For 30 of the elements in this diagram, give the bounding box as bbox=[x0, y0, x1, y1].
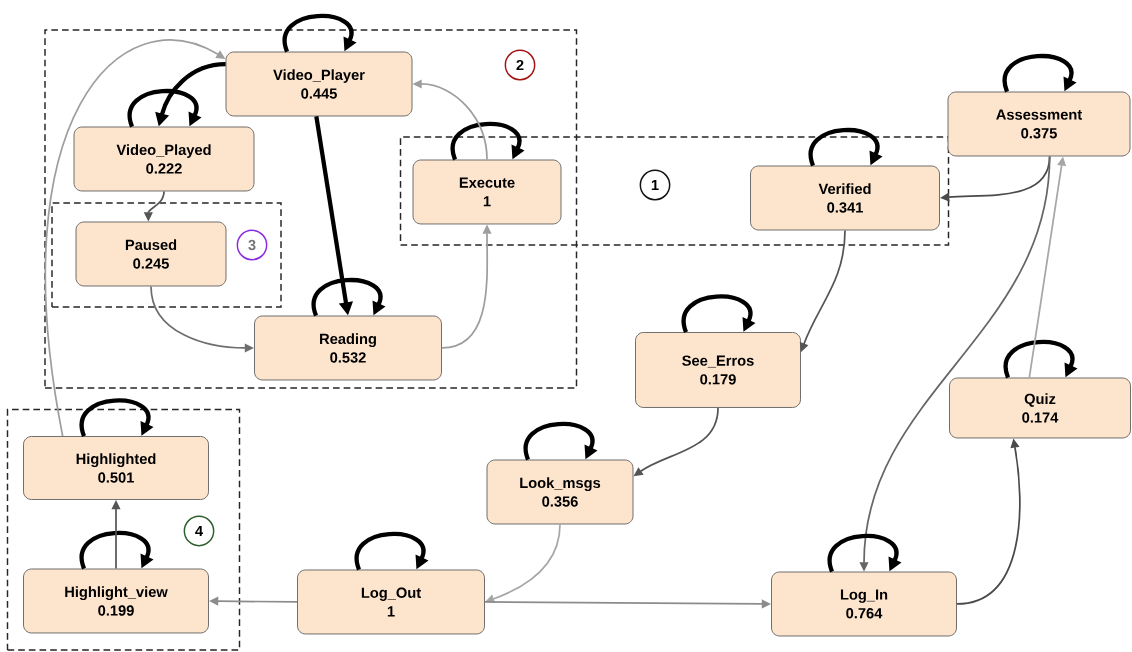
self-loop-arrow bbox=[311, 278, 386, 317]
self-loop-arrow bbox=[354, 532, 429, 571]
self-loop-arrow bbox=[450, 122, 525, 161]
state-box: Paused 0.245 bbox=[75, 221, 227, 287]
self-loop-arrow bbox=[282, 14, 357, 53]
circled-number: 1 bbox=[639, 169, 671, 201]
self-loop-arrow bbox=[1002, 54, 1077, 93]
state-box: Execute 1 bbox=[412, 159, 562, 225]
state-box: Reading 0.532 bbox=[254, 315, 442, 381]
state-box: Quiz 0.174 bbox=[949, 377, 1131, 439]
self-loop-arrow bbox=[79, 531, 154, 570]
arrow bbox=[485, 523, 561, 604]
state-box: Look_msgs 0.356 bbox=[486, 459, 634, 525]
state-box: Log_Out 1 bbox=[297, 569, 485, 635]
self-loop-arrow bbox=[127, 89, 202, 128]
state-box: Log_In 0.764 bbox=[771, 571, 957, 637]
self-loop-arrow bbox=[79, 398, 154, 437]
state-box: Assessment 0.375 bbox=[947, 91, 1131, 157]
self-loop-arrow bbox=[523, 422, 598, 461]
state-box: See_Erros 0.179 bbox=[635, 332, 801, 408]
self-loop-arrow bbox=[1003, 340, 1078, 379]
state-box: Video_Player 0.445 bbox=[225, 51, 413, 117]
circled-number: 2 bbox=[504, 49, 536, 81]
state-box: Video_Played 0.222 bbox=[73, 126, 255, 192]
state-box: Highlighted 0.501 bbox=[23, 436, 209, 500]
self-loop-arrow bbox=[827, 534, 902, 573]
circled-number: 4 bbox=[183, 515, 215, 547]
circled-number: 3 bbox=[236, 229, 268, 261]
state-box: Verified 0.341 bbox=[750, 165, 940, 231]
state-box: Highlight_view 0.199 bbox=[23, 568, 209, 634]
